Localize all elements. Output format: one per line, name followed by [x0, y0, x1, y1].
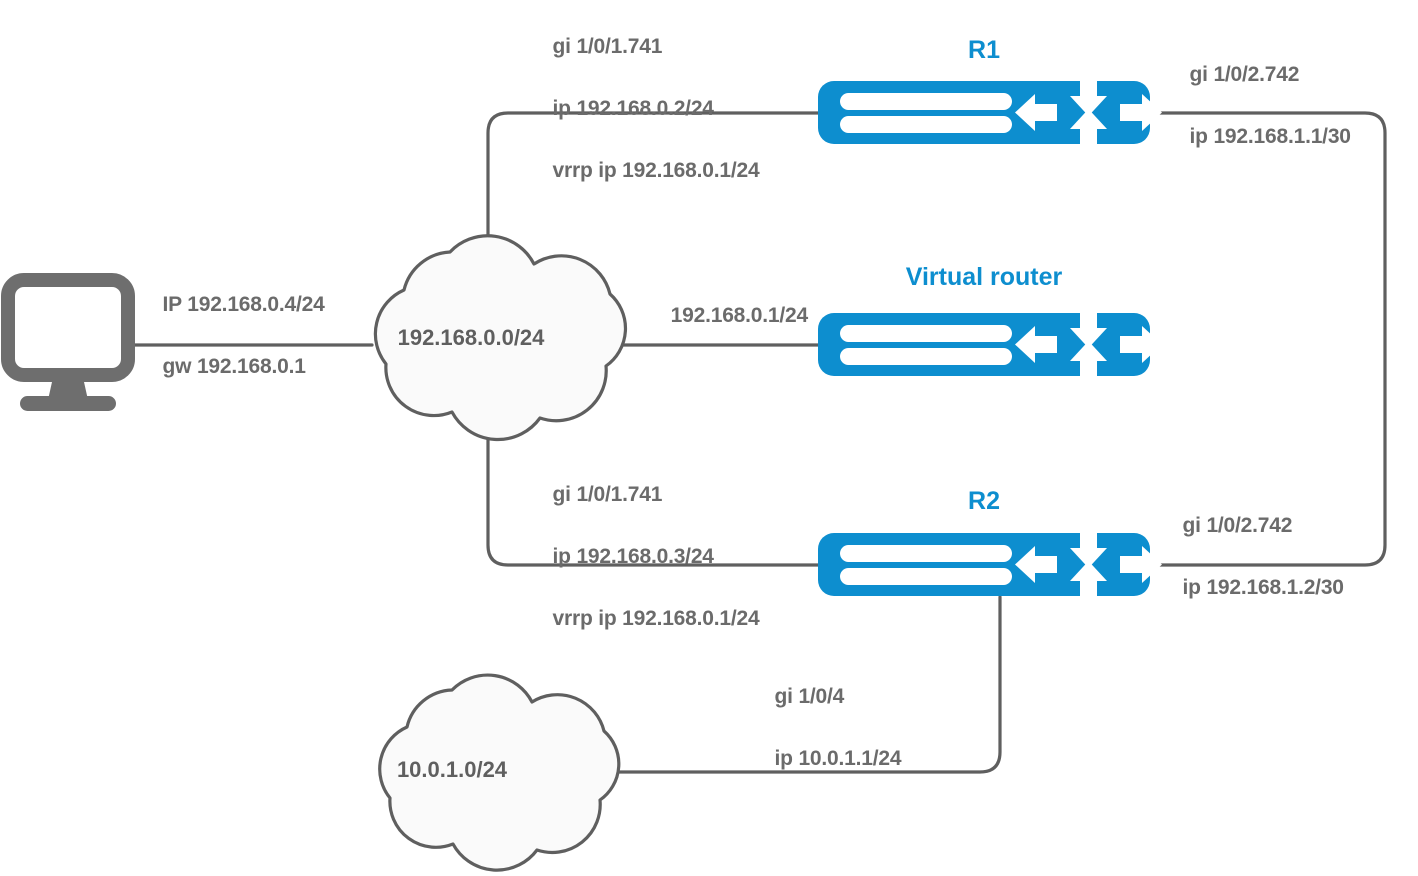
router-icon-r2 [818, 526, 1162, 603]
link-r1-to-r2 [1144, 111, 1387, 567]
cloud-label-site: 10.0.1.0/24 [396, 757, 508, 782]
r1-left-interface-label: gi 1/0/1.741 ip 192.168.0.2/24 vrrp ip 1… [530, 0, 760, 217]
router-icon-virtual [818, 306, 1162, 383]
desktop-computer-icon [1, 273, 135, 411]
link-r2-to-site-cloud [576, 595, 1002, 774]
r2-left-vrrp-line: vrrp ip 192.168.0.1/24 [552, 607, 760, 630]
pc-ip-line: IP 192.168.0.4/24 [162, 293, 325, 316]
link-lan-cloud-to-r1 [486, 111, 824, 264]
device-name-r1: R1 [968, 36, 1000, 64]
r2-left-iface-line: gi 1/0/1.741 [552, 483, 663, 506]
cloud-label-lan: 192.168.0.0/24 [397, 325, 545, 350]
r1-right-iface-line: gi 1/0/2.742 [1189, 63, 1300, 86]
r2-right-iface-line: gi 1/0/2.742 [1182, 514, 1293, 537]
r2-right-interface-label: gi 1/0/2.742 ip 192.168.1.2/30 [1160, 479, 1344, 634]
pc-gateway-line: gw 192.168.0.1 [162, 355, 306, 378]
router-icon-r1 [818, 74, 1162, 151]
link-lan-cloud-to-r2 [486, 426, 824, 567]
r2-bottom-iface-line: gi 1/0/4 [774, 685, 845, 708]
r2-bottom-interface-label: gi 1/0/4 ip 10.0.1.1/24 [752, 650, 902, 805]
device-name-virtual-router: Virtual router [905, 263, 1063, 291]
r2-right-ip-line: ip 192.168.1.2/30 [1182, 576, 1344, 599]
r1-right-ip-line: ip 192.168.1.1/30 [1189, 125, 1351, 148]
r1-left-vrrp-line: vrrp ip 192.168.0.1/24 [552, 159, 760, 182]
cloud-icon-lan [373, 234, 628, 442]
device-name-r2: R2 [968, 487, 1000, 515]
r1-right-interface-label: gi 1/0/2.742 ip 192.168.1.1/30 [1167, 28, 1351, 183]
r1-left-iface-line: gi 1/0/1.741 [552, 35, 663, 58]
virtual-router-address-label: 192.168.0.1/24 [670, 304, 809, 327]
cloud-icon-site [378, 673, 621, 872]
r2-left-interface-label: gi 1/0/1.741 ip 192.168.0.3/24 vrrp ip 1… [530, 448, 760, 665]
pc-address-label: IP 192.168.0.4/24 gw 192.168.0.1 [140, 258, 325, 413]
r1-left-ip-line: ip 192.168.0.2/24 [552, 97, 714, 120]
r2-left-ip-line: ip 192.168.0.3/24 [552, 545, 714, 568]
r2-bottom-ip-line: ip 10.0.1.1/24 [774, 747, 902, 770]
